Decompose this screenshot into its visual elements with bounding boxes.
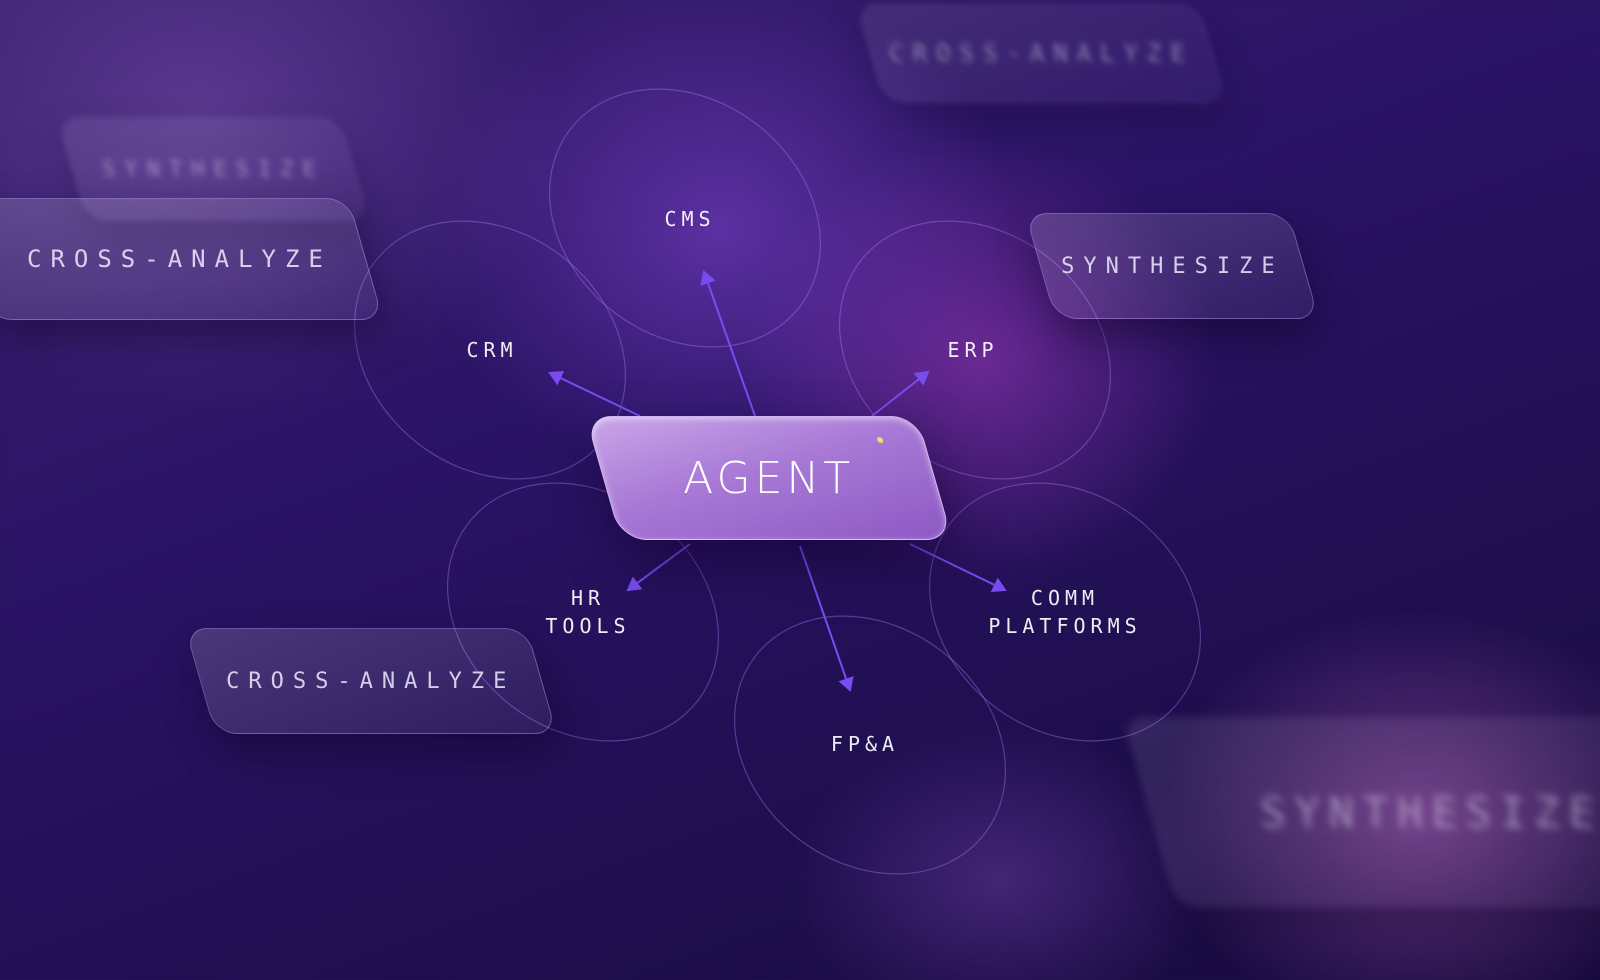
arrow-to-erp <box>871 370 930 417</box>
arrow-to-comm <box>909 543 1007 592</box>
fpa-ring <box>733 615 1007 875</box>
floating-pill-label: SYNTHESIZE <box>1060 253 1284 279</box>
floating-pill-synthesize-bottom-right: SYNTHESIZE <box>1123 718 1600 906</box>
node-cms-label: CMS <box>664 207 716 231</box>
floating-pill-cross-analyze-top: CROSS-ANALYZE <box>855 4 1227 102</box>
cms-ring <box>548 88 822 348</box>
arrow-to-crm <box>548 370 641 417</box>
node-erp-label: ERP <box>947 338 999 362</box>
agent-label: AGENT <box>683 452 855 504</box>
status-dot <box>876 437 884 443</box>
node-crm-label: CRM <box>466 338 518 362</box>
node-fpa-label: FP&A <box>830 732 900 756</box>
agent-node: AGENT <box>585 416 953 540</box>
arrow-to-fpa <box>799 545 854 692</box>
floating-pill-label: CROSS-ANALYZE <box>226 668 516 694</box>
arrow-to-hr <box>626 543 691 592</box>
node-hr-tools-label: HR TOOLS <box>545 586 631 638</box>
floating-pill-cross-analyze-left: CROSS-ANALYZE <box>0 198 384 320</box>
node-comm-platforms-label: COMM PLATFORMS <box>988 586 1142 638</box>
comm-ring <box>928 482 1202 742</box>
floating-pill-cross-analyze-lower-left: CROSS-ANALYZE <box>184 628 558 734</box>
floating-pill-label: SYNTHESIZE <box>101 156 325 182</box>
floating-pill-label: CROSS-ANALYZE <box>26 245 332 273</box>
floating-pill-synthesize-right: SYNTHESIZE <box>1024 213 1320 319</box>
floating-pill-label: CROSS-ANALYZE <box>888 39 1194 67</box>
floating-pill-label: SYNTHESIZE <box>1259 787 1600 837</box>
arrow-to-cms <box>700 270 756 417</box>
